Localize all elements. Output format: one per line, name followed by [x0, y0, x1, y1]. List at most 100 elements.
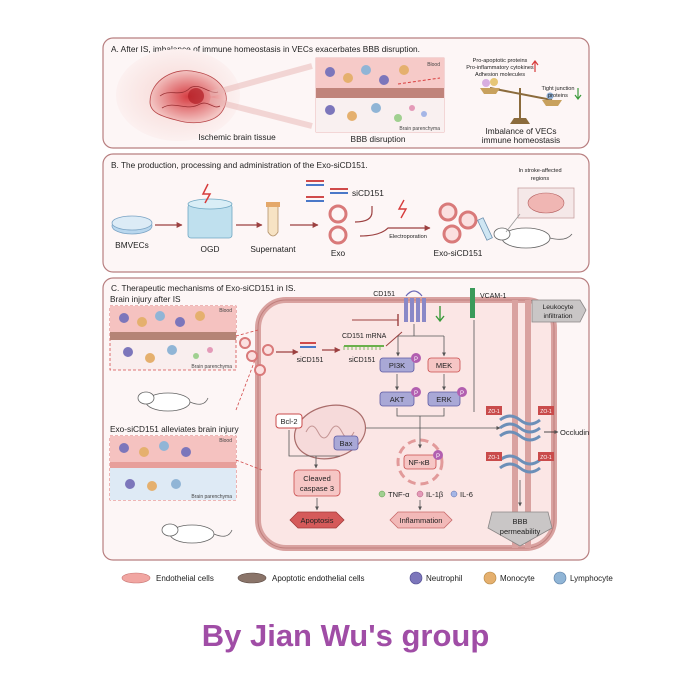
svg-text:Bax: Bax: [340, 439, 353, 448]
panel-c-title: C. Therapeutic mechanisms of Exo-siCD151…: [111, 283, 296, 293]
svg-text:ZO-1: ZO-1: [540, 455, 552, 461]
svg-text:P: P: [436, 454, 440, 460]
bcl2-node: [275, 413, 303, 429]
sicd151-strand: [300, 342, 316, 348]
svg-text:CD151: CD151: [373, 291, 395, 298]
sirna-icon: [306, 180, 348, 202]
svg-text:immune homeostasis: immune homeostasis: [482, 135, 560, 145]
apoptotic-cell-icon: [237, 572, 267, 584]
bax-node: [333, 435, 359, 451]
panel-a-title: A. After IS, imbalance of immune homeost…: [111, 44, 420, 54]
svg-text:Cleaved: Cleaved: [303, 474, 331, 483]
nfkb-node: [396, 438, 444, 486]
svg-text:caspase 3: caspase 3: [300, 484, 334, 493]
group-credit: By Jian Wu's group: [201, 618, 490, 653]
svg-text:ERK: ERK: [436, 395, 451, 404]
arrow-down-icon: [435, 306, 445, 323]
mouse-injury: [137, 391, 209, 412]
lymphocyte-icon: [553, 571, 567, 585]
svg-text:permeability: permeability: [500, 527, 541, 536]
svg-text:Adhesion molecules: Adhesion molecules: [475, 72, 525, 78]
injury-vessel: [109, 305, 237, 371]
svg-text:Leukocyte: Leukocyte: [543, 304, 574, 311]
svg-text:ZO-1: ZO-1: [488, 409, 500, 415]
legend: Endothelial cells Apoptotic endothelial …: [121, 571, 613, 585]
monocyte-icon: [483, 571, 497, 585]
tube-icon: [266, 202, 280, 237]
ischemic-brain: [116, 49, 313, 141]
inflammation-box: [389, 511, 453, 529]
mouse-treated: [161, 523, 233, 544]
svg-text:Supernatant: Supernatant: [250, 244, 296, 254]
exosome-icon: [328, 204, 348, 245]
svg-text:proteins: proteins: [548, 93, 568, 99]
arrow-up-icon: [531, 60, 539, 72]
svg-text:IL-1β: IL-1β: [426, 490, 444, 499]
svg-text:siCD151: siCD151: [349, 357, 376, 364]
svg-text:ZO-1: ZO-1: [488, 455, 500, 461]
neutrophil-icon: [409, 571, 423, 585]
svg-text:Inflammation: Inflammation: [400, 516, 443, 525]
svg-text:Blood: Blood: [219, 308, 232, 314]
endothelial-cell-icon: [121, 572, 151, 584]
mouse-illustration: [493, 227, 573, 249]
svg-text:Endothelial cells: Endothelial cells: [156, 574, 214, 583]
pi3k-node: [379, 353, 421, 373]
svg-text:P: P: [460, 391, 464, 397]
svg-text:NF-κB: NF-κB: [408, 458, 429, 467]
caspase3-node: [293, 469, 341, 497]
exo-sicd151-icon: [438, 202, 478, 244]
svg-text:infiltration: infiltration: [543, 313, 572, 320]
alleviated-vessel: [109, 435, 237, 501]
ogd-chamber-icon: [187, 183, 233, 239]
blood-label-a: Blood: [427, 62, 440, 68]
svg-text:IL-6: IL-6: [460, 490, 473, 499]
svg-text:OGD: OGD: [201, 244, 220, 254]
svg-text:TNF-α: TNF-α: [388, 490, 410, 499]
svg-text:P: P: [414, 391, 418, 397]
svg-text:ZO-1: ZO-1: [540, 409, 552, 415]
panel-c: C. Therapeutic mechanisms of Exo-siCD151…: [102, 277, 590, 561]
down-list: Tight junction proteins: [541, 86, 574, 99]
svg-text:Brain parenchyma: Brain parenchyma: [191, 364, 232, 370]
svg-text:Imbalance of VECs: Imbalance of VECs: [485, 126, 556, 136]
svg-text:PI3K: PI3K: [389, 361, 405, 370]
svg-text:Monocyte: Monocyte: [500, 574, 535, 583]
svg-text:Apoptotic endothelial cells: Apoptotic endothelial cells: [272, 574, 365, 583]
svg-text:AKT: AKT: [390, 395, 405, 404]
svg-text:CD151 mRNA: CD151 mRNA: [342, 333, 387, 340]
erk-node: [427, 387, 467, 407]
svg-text:BMVECs: BMVECs: [115, 240, 149, 250]
svg-text:Lymphocyte: Lymphocyte: [570, 574, 613, 583]
balance-scale: [480, 78, 562, 124]
mrna-icon: [343, 345, 384, 350]
svg-text:regions: regions: [531, 176, 550, 182]
panel-b: B. The production, processing and admini…: [102, 153, 590, 273]
syringe-icon: [477, 217, 493, 241]
svg-text:Blood: Blood: [219, 438, 232, 444]
svg-text:siCD151: siCD151: [352, 188, 384, 198]
incoming-exosomes: [239, 337, 274, 376]
panel-a: A. After IS, imbalance of immune homeost…: [102, 37, 590, 149]
tight-junction: [486, 406, 554, 474]
panel-b-title: B. The production, processing and admini…: [111, 160, 368, 170]
up-list: Pro-apoptotic proteins Pro-inflammatory …: [466, 58, 534, 78]
mek-node: [427, 357, 461, 373]
svg-text:Brain injury after IS: Brain injury after IS: [110, 294, 181, 304]
svg-text:Occludin: Occludin: [560, 428, 589, 437]
svg-text:MEK: MEK: [436, 361, 452, 370]
svg-text:siCD151: siCD151: [297, 357, 324, 364]
svg-text:Tight junction: Tight junction: [541, 86, 574, 92]
akt-node: [379, 387, 421, 407]
bbb-label: BBB disruption: [351, 134, 406, 144]
cd151-receptor: [404, 290, 426, 322]
svg-text:Apoptosis: Apoptosis: [301, 516, 334, 525]
svg-text:Pro-inflammatory cytokines: Pro-inflammatory cytokines: [466, 65, 534, 71]
petri-dish-icon: [111, 215, 153, 235]
svg-text:Bcl-2: Bcl-2: [280, 417, 297, 426]
bbb-permeability-box: [487, 511, 553, 547]
parenchyma-label-a: Brain parenchyma: [399, 126, 440, 132]
leukocyte-infiltration-box: [531, 299, 587, 323]
svg-text:Exo: Exo: [331, 248, 346, 258]
